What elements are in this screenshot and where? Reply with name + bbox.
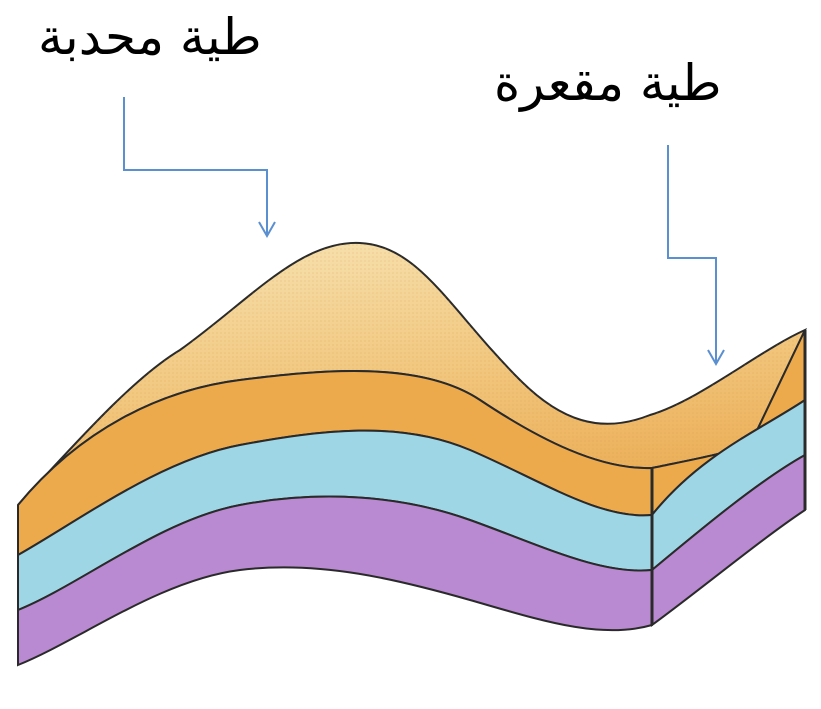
anticline-arrow: [123, 97, 276, 239]
syncline-label: طية مقعرة: [494, 54, 722, 112]
syncline-arrow: [667, 145, 725, 367]
anticline-label: طية محدبة: [38, 8, 262, 66]
